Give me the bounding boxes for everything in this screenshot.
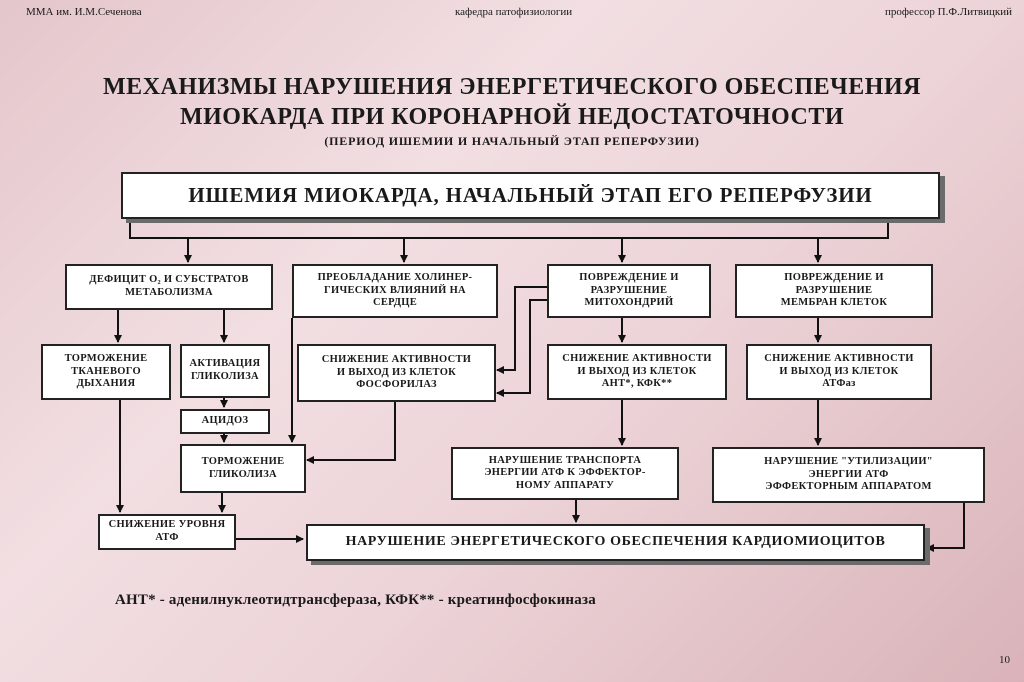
node-glycolysis-inhibition: ТОРМОЖЕНИЕ ГЛИКОЛИЗА	[180, 444, 306, 493]
page-subtitle: (ПЕРИОД ИШЕМИИ И НАЧАЛЬНЫЙ ЭТАП РЕПЕРФУЗ…	[324, 134, 700, 148]
header-institution: ММА им. И.М.Сеченова	[26, 6, 142, 18]
node-phosphorylase: СНИЖЕНИЕ АКТИВНОСТИ И ВЫХОД ИЗ КЛЕТОК ФО…	[297, 344, 496, 402]
arrow-mito-phosphorylase	[496, 286, 547, 374]
arrow-utilization-result	[926, 503, 965, 552]
page-number: 10	[999, 654, 1010, 666]
footnote: АНТ* - аденилнуклеотидтрансфераза, КФК**…	[115, 592, 596, 608]
node-atp-transport: НАРУШЕНИЕ ТРАНСПОРТА ЭНЕРГИИ АТФ К ЭФФЕК…	[451, 447, 679, 500]
header-department: кафедра патофизиологии	[455, 6, 573, 18]
node-cholinergic: ПРЕОБЛАДАНИЕ ХОЛИНЕР- ГИЧЕСКИХ ВЛИЯНИЙ Н…	[292, 264, 498, 318]
connector-bus	[129, 220, 889, 239]
arrow-phosphorylase-inhibition	[306, 402, 396, 464]
node-membranes: ПОВРЕЖДЕНИЕ И РАЗРУШЕНИЕ МЕМБРАН КЛЕТОК	[735, 264, 933, 318]
node-ant-kfk: СНИЖЕНИЕ АКТИВНОСТИ И ВЫХОД ИЗ КЛЕТОК АН…	[547, 344, 727, 400]
header-author: профессор П.Ф.Литвицкий	[884, 6, 1012, 18]
node-ischemia: ИШЕМИЯ МИОКАРДА, НАЧАЛЬНЫЙ ЭТАП ЕГО РЕПЕ…	[121, 172, 940, 219]
node-acidosis: АЦИДОЗ	[180, 409, 270, 434]
node-deficit: ДЕФИЦИТ О₂ И СУБСТРАТОВ МЕТАБОЛИЗМА	[65, 264, 273, 310]
node-atp-drop: СНИЖЕНИЕ УРОВНЯ АТФ	[98, 514, 236, 550]
node-mitochondria: ПОВРЕЖДЕНИЕ И РАЗРУШЕНИЕ МИТОХОНДРИЙ	[547, 264, 711, 318]
node-glycolysis-activation: АКТИВАЦИЯ ГЛИКОЛИЗА	[180, 344, 270, 398]
arrow-mito-phosphorylase-2	[496, 299, 547, 397]
page-title-line1: МЕХАНИЗМЫ НАРУШЕНИЯ ЭНЕРГЕТИЧЕСКОГО ОБЕС…	[103, 74, 921, 100]
node-result: НАРУШЕНИЕ ЭНЕРГЕТИЧЕСКОГО ОБЕСПЕЧЕНИЯ КА…	[306, 524, 925, 561]
node-atpase: СНИЖЕНИЕ АКТИВНОСТИ И ВЫХОД ИЗ КЛЕТОК АТ…	[746, 344, 932, 400]
page-title-line2: МИОКАРДА ПРИ КОРОНАРНОЙ НЕДОСТАТОЧНОСТИ	[179, 104, 844, 130]
node-tissue-respiration: ТОРМОЖЕНИЕ ТКАНЕВОГО ДЫХАНИЯ	[41, 344, 171, 400]
node-atp-utilization: НАРУШЕНИЕ "УТИЛИЗАЦИИ" ЭНЕРГИИ АТФ ЭФФЕК…	[712, 447, 985, 503]
